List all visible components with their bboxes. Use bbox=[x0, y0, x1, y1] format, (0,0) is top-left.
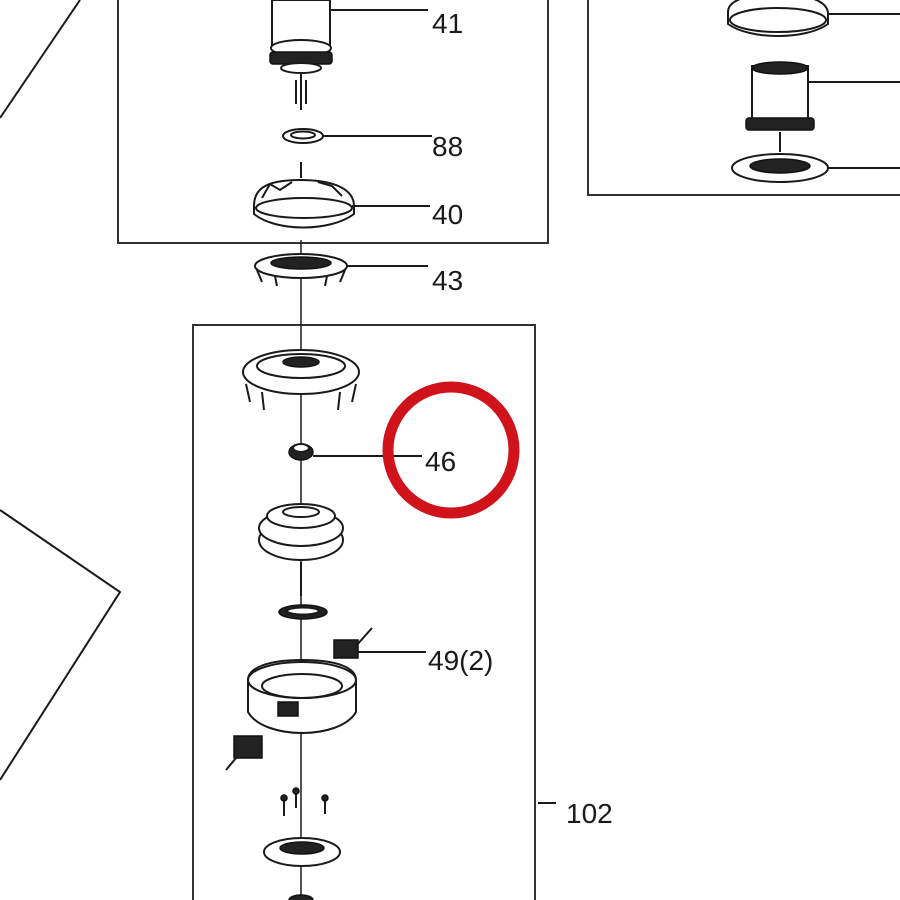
spool-cover-part bbox=[242, 349, 360, 411]
screws-part bbox=[280, 787, 329, 816]
callout-40: 40 bbox=[432, 199, 463, 230]
highlight-circle bbox=[382, 381, 520, 519]
callout-88: 88 bbox=[432, 131, 463, 162]
right-motor-part bbox=[745, 61, 900, 131]
eyelet-part bbox=[225, 735, 263, 771]
housing-base-part bbox=[247, 627, 373, 734]
lower-group-box-102 bbox=[192, 324, 536, 900]
callout-49: 49(2) bbox=[428, 645, 493, 676]
callout-102: 102 bbox=[566, 798, 613, 829]
right-group-box bbox=[587, 0, 900, 196]
part-88-ring bbox=[282, 128, 324, 144]
leader-lines bbox=[313, 9, 556, 804]
callout-43: 43 bbox=[432, 265, 463, 296]
right-upper-cap-part bbox=[727, 0, 900, 37]
left-outline-lines bbox=[0, 0, 122, 781]
part-41-motor bbox=[269, 0, 333, 110]
callout-41: 41 bbox=[432, 8, 463, 39]
bottom-cap-part bbox=[263, 837, 341, 900]
part-40-cap bbox=[253, 162, 355, 229]
part-46-button bbox=[288, 443, 314, 461]
spool-part bbox=[258, 503, 344, 596]
callout-46: 46 bbox=[425, 446, 456, 477]
right-flange-part bbox=[731, 132, 900, 183]
spring-ring-part bbox=[278, 604, 328, 620]
upper-group-box bbox=[117, 0, 549, 244]
